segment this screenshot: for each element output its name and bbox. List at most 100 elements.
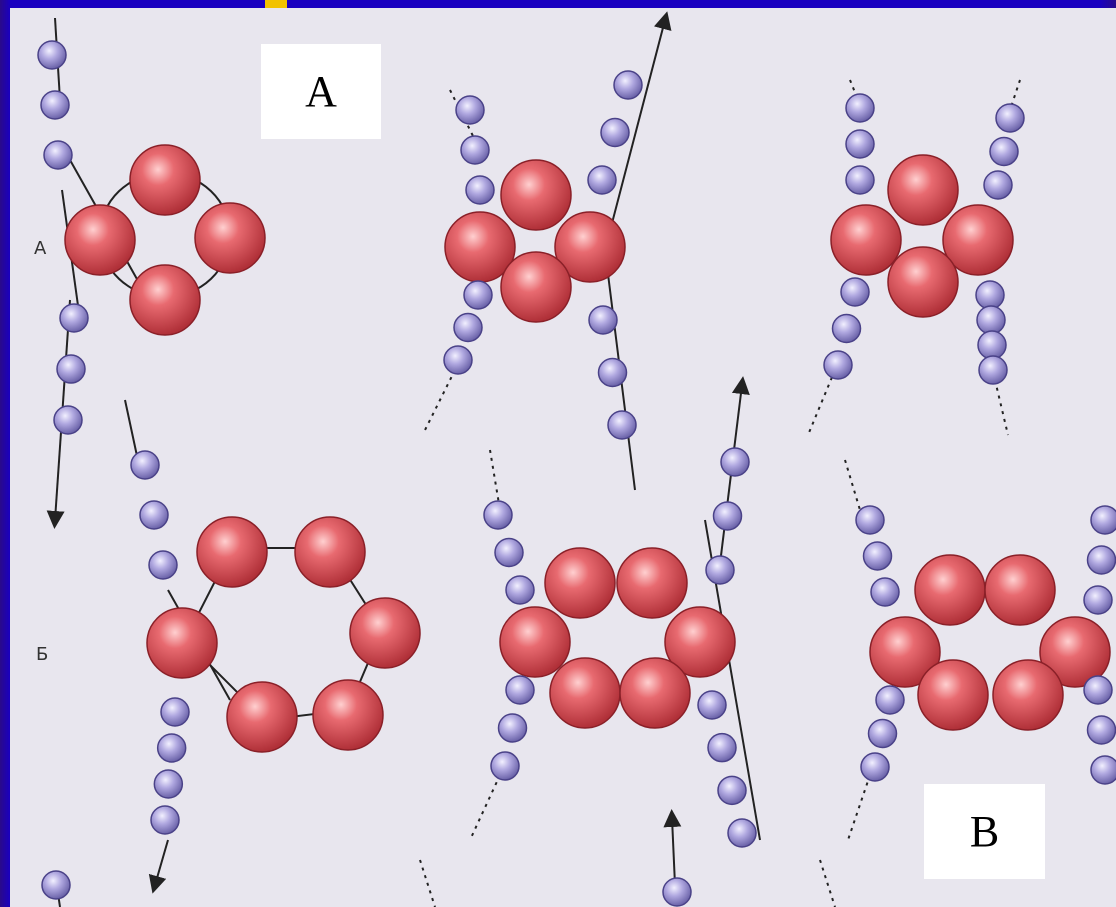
purple-bead — [130, 450, 160, 480]
red-bead — [64, 204, 136, 276]
purple-bead — [613, 70, 643, 100]
red-bead — [312, 679, 384, 751]
purple-bead — [597, 357, 628, 388]
thread-b2-extra — [419, 859, 436, 907]
purple-bead — [56, 354, 86, 384]
red-bead — [194, 202, 266, 274]
thread-a3-bottom-left — [807, 369, 836, 436]
purple-bead — [975, 280, 1005, 310]
row-label-a: А — [34, 238, 47, 259]
purple-bead — [705, 555, 735, 585]
red-bead — [1039, 616, 1111, 688]
purple-bead — [995, 103, 1025, 133]
red-bead — [984, 554, 1056, 626]
purple-bead — [845, 93, 875, 123]
red-bead — [544, 547, 616, 619]
purple-bead — [870, 577, 900, 607]
purple-bead — [1090, 755, 1116, 785]
red-bead — [226, 681, 298, 753]
purple-bead — [139, 500, 169, 530]
purple-bead — [720, 447, 750, 477]
purple-bead — [150, 805, 180, 835]
purple-bead — [497, 713, 528, 743]
beading-diagram-panel: A B А Б — [10, 8, 1116, 907]
purple-bead — [600, 117, 630, 148]
purple-bead — [41, 870, 71, 900]
purple-bead — [153, 769, 184, 799]
purple-bead — [453, 312, 483, 343]
purple-bead — [867, 718, 898, 749]
purple-bead — [860, 752, 890, 782]
purple-bead — [156, 733, 187, 763]
red-bead — [500, 251, 572, 323]
purple-bead — [1086, 715, 1116, 745]
purple-bead — [712, 501, 743, 531]
red-bead — [619, 657, 691, 729]
purple-bead — [490, 751, 520, 781]
purple-bead — [37, 40, 67, 70]
red-bead — [917, 659, 989, 731]
thread-b3-extra — [819, 859, 836, 907]
red-bead — [664, 606, 736, 678]
purple-bead — [1086, 545, 1116, 575]
thread-b2-up — [717, 376, 750, 581]
red-bead — [914, 554, 986, 626]
red-bead — [830, 204, 902, 276]
thread-a2-bottom — [424, 369, 456, 431]
red-bead — [146, 607, 218, 679]
bead-layer — [37, 40, 1116, 907]
purple-bead — [855, 505, 885, 535]
purple-bead — [875, 685, 905, 715]
thread-b2-lower-arrow — [663, 809, 682, 886]
purple-bead — [443, 345, 473, 375]
beading-diagram — [37, 11, 1116, 907]
purple-bead — [160, 697, 190, 727]
purple-bead — [505, 675, 535, 705]
purple-bead — [59, 303, 89, 333]
purple-bead — [976, 305, 1006, 335]
purple-bead — [43, 140, 73, 170]
title-accent-bar — [265, 0, 287, 8]
thread-b2-bottom — [469, 774, 501, 841]
red-bead — [616, 547, 688, 619]
purple-bead — [862, 541, 893, 571]
purple-bead — [727, 818, 757, 848]
purple-bead — [707, 732, 737, 763]
purple-bead — [983, 170, 1013, 200]
purple-bead — [697, 690, 727, 720]
label-box-b: B — [924, 784, 1045, 879]
red-bead — [349, 597, 421, 669]
red-bead — [869, 616, 941, 688]
purple-bead — [465, 175, 495, 205]
red-bead — [554, 211, 626, 283]
thread-b3-top-left — [844, 459, 861, 511]
purple-bead — [1083, 675, 1113, 705]
purple-bead — [845, 129, 875, 159]
purple-bead — [588, 305, 618, 335]
purple-bead — [823, 350, 853, 380]
purple-bead — [989, 136, 1019, 167]
purple-bead — [483, 500, 513, 530]
purple-bead — [1083, 585, 1113, 615]
purple-bead — [148, 550, 178, 580]
purple-bead — [978, 355, 1008, 385]
purple-bead — [455, 95, 485, 125]
purple-bead — [1090, 505, 1116, 535]
purple-bead — [977, 330, 1007, 360]
purple-bead — [460, 135, 490, 165]
red-bead — [129, 264, 201, 336]
red-bead — [500, 159, 572, 231]
purple-bead — [587, 165, 617, 195]
purple-bead — [607, 410, 637, 440]
red-bead — [129, 144, 201, 216]
label-box-a: A — [261, 44, 381, 139]
thread-b1-down — [148, 839, 169, 894]
thread-b2-top — [489, 449, 501, 511]
red-bead — [196, 516, 268, 588]
purple-bead — [717, 775, 747, 806]
purple-bead — [494, 537, 524, 568]
thread-a3-bottom-right — [994, 379, 1009, 436]
purple-bead — [505, 575, 535, 605]
thread-b3-bottom-left — [847, 774, 871, 841]
red-bead — [294, 516, 366, 588]
